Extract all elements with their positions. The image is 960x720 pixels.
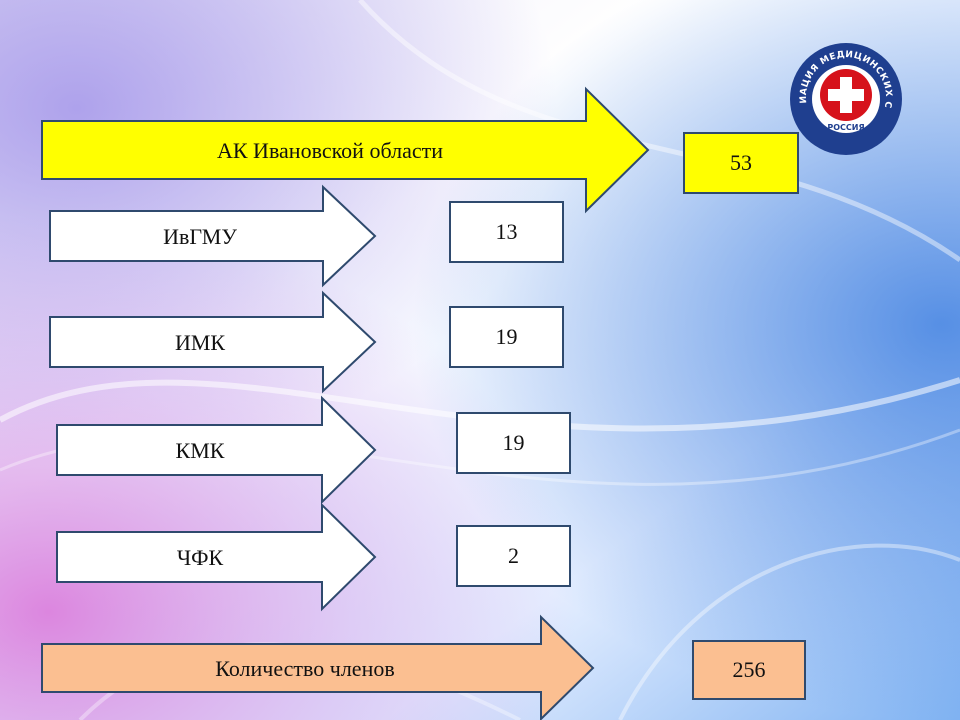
arrow-imk-shape <box>49 290 377 394</box>
red-cross-icon <box>820 69 872 121</box>
arrow-chfk-label: ЧФК <box>177 545 224 570</box>
arrow-kmk: КМК <box>56 395 377 505</box>
association-logo: АССОЦИАЦИЯ МЕДИЦИНСКИХ СЕСТЕР РОССИЯ <box>787 40 902 155</box>
arrow-ivgmu-shape <box>49 184 377 288</box>
arrow-total-shape <box>41 614 595 720</box>
arrow-chfk-shape <box>56 502 377 612</box>
value-box-chfk: 2 <box>456 525 571 587</box>
arrow-region: АК Ивановской области <box>41 86 650 214</box>
arrow-total-label: Количество членов <box>215 656 395 681</box>
value-box-total: 256 <box>692 640 806 700</box>
arrow-region-shape <box>41 86 650 214</box>
arrow-total: Количество членов <box>41 614 595 720</box>
arrow-ivgmu-label: ИвГМУ <box>163 224 237 249</box>
arrow-ivgmu: ИвГМУ <box>49 184 377 288</box>
arrow-kmk-label: КМК <box>176 438 225 463</box>
arrow-imk-label: ИМК <box>175 330 225 355</box>
value-box-kmk: 19 <box>456 412 571 474</box>
value-box-region: 53 <box>683 132 799 194</box>
arrow-region-label: АК Ивановской области <box>217 138 443 163</box>
value-box-imk: 19 <box>449 306 564 368</box>
logo-country: РОССИЯ <box>827 123 864 132</box>
arrow-imk: ИМК <box>49 290 377 394</box>
arrow-chfk: ЧФК <box>56 502 377 612</box>
arrow-kmk-shape <box>56 395 377 505</box>
value-box-ivgmu: 13 <box>449 201 564 263</box>
